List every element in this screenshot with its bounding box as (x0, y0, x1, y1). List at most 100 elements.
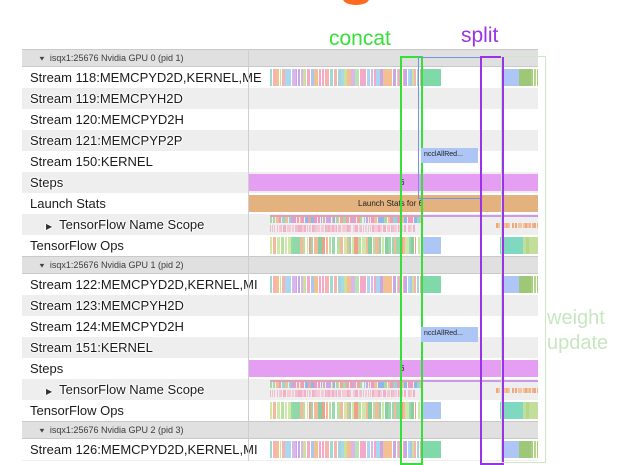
trace-event[interactable] (341, 225, 344, 232)
trace-event[interactable] (370, 69, 374, 86)
trace-event[interactable] (294, 390, 296, 397)
trace-event[interactable] (297, 380, 300, 388)
trace-event[interactable] (530, 69, 533, 86)
timeline-row-label[interactable]: ▶TensorFlow Name Scope (46, 379, 204, 400)
trace-event[interactable] (496, 388, 498, 393)
timeline-row[interactable]: Stream 122:MEMCPYD2D,KERNEL,MI (22, 274, 538, 295)
trace-event[interactable] (285, 276, 289, 293)
trace-event[interactable] (330, 390, 333, 397)
trace-event[interactable] (536, 402, 538, 419)
trace-event[interactable] (403, 380, 408, 388)
trace-event[interactable] (383, 276, 386, 293)
timeline-row-track[interactable]: Launch Stats for 6 (248, 193, 538, 214)
trace-event[interactable] (373, 225, 376, 232)
trace-event[interactable] (276, 390, 279, 397)
trace-event[interactable] (359, 215, 363, 223)
trace-event[interactable] (369, 225, 372, 232)
trace-event[interactable] (306, 402, 308, 419)
trace-event[interactable] (302, 225, 305, 232)
trace-event[interactable] (517, 223, 520, 228)
trace-event[interactable] (366, 69, 371, 86)
trace-event[interactable] (391, 402, 394, 419)
trace-event[interactable] (529, 237, 532, 254)
trace-event[interactable] (342, 380, 346, 388)
trace-event[interactable] (333, 380, 336, 388)
trace-event[interactable] (270, 215, 273, 223)
trace-event[interactable] (280, 225, 283, 232)
trace-event[interactable] (373, 390, 376, 397)
trace-event[interactable] (530, 441, 533, 458)
trace-event[interactable] (347, 225, 349, 232)
group-header[interactable]: ▼isqx1:25676 Nvidia GPU 2 (pid 3) (22, 421, 538, 439)
trace-event[interactable] (322, 390, 324, 397)
trace-event[interactable] (500, 388, 503, 393)
trace-event[interactable] (393, 380, 397, 388)
timeline-row-track[interactable] (248, 130, 538, 151)
trace-event[interactable] (329, 276, 334, 293)
trace-event[interactable] (388, 390, 391, 397)
trace-event[interactable] (329, 69, 334, 86)
trace-event[interactable] (328, 402, 332, 419)
trace-event[interactable] (311, 380, 314, 388)
trace-event[interactable] (386, 225, 389, 232)
trace-event[interactable] (498, 223, 501, 228)
trace-event[interactable] (403, 237, 406, 254)
trace-event[interactable] (279, 69, 282, 86)
timeline-row-track[interactable]: 6 (248, 358, 538, 379)
trace-event[interactable] (380, 69, 383, 86)
trace-event[interactable] (296, 237, 300, 254)
trace-event[interactable] (500, 237, 526, 254)
trace-event[interactable] (536, 69, 538, 86)
step-block[interactable] (248, 360, 538, 377)
trace-event[interactable] (413, 380, 417, 388)
trace-event[interactable] (285, 380, 289, 388)
trace-event[interactable] (322, 215, 325, 223)
trace-event[interactable] (298, 225, 300, 232)
trace-event[interactable] (410, 380, 413, 388)
trace-event[interactable] (367, 390, 370, 397)
trace-event[interactable] (399, 390, 402, 397)
trace-event[interactable] (313, 441, 318, 458)
trace-event[interactable] (297, 215, 300, 223)
trace-event[interactable] (320, 380, 323, 388)
trace-event[interactable] (314, 215, 318, 223)
trace-event[interactable] (284, 390, 286, 397)
trace-event[interactable] (275, 380, 279, 388)
timeline-row[interactable]: ▶TensorFlow Name Scope (22, 379, 538, 400)
trace-event[interactable] (306, 237, 308, 254)
trace-event[interactable] (398, 441, 400, 458)
trace-event[interactable] (316, 390, 318, 397)
trace-event[interactable] (354, 237, 358, 254)
trace-event[interactable] (411, 402, 415, 419)
timeline-row-label[interactable]: Stream 123:MEMCPYH2D (30, 295, 184, 316)
trace-event[interactable] (379, 402, 382, 419)
trace-event[interactable] (284, 225, 286, 232)
trace-event[interactable] (354, 402, 358, 419)
trace-event[interactable] (281, 69, 285, 86)
timeline-row-label[interactable]: Stream 122:MEMCPYD2D,KERNEL,MI (30, 274, 258, 295)
trace-event[interactable] (351, 237, 355, 254)
trace-event[interactable] (316, 225, 318, 232)
trace-event[interactable] (337, 69, 341, 86)
trace-event[interactable] (376, 69, 381, 86)
trace-event[interactable] (300, 225, 302, 232)
trace-event[interactable] (310, 402, 314, 419)
trace-event[interactable] (306, 276, 311, 293)
trace-event[interactable] (321, 237, 325, 254)
trace-event[interactable] (343, 69, 347, 86)
trace-event[interactable] (396, 276, 399, 293)
trace-event[interactable] (514, 223, 517, 228)
timeline-row-track[interactable] (248, 379, 538, 400)
trace-event[interactable] (532, 237, 536, 254)
trace-event[interactable] (340, 441, 344, 458)
timeline-row-label[interactable]: Stream 119:MEMCPYH2D (30, 88, 183, 109)
trace-event[interactable] (412, 276, 414, 293)
timeline-row[interactable]: Stream 118:MEMCPYD2D,KERNEL,ME (22, 67, 538, 88)
expand-arrow-icon[interactable]: ▶ (46, 222, 53, 231)
trace-event[interactable] (385, 237, 388, 254)
trace-event[interactable] (329, 441, 334, 458)
trace-event[interactable] (410, 276, 412, 293)
trace-event[interactable] (416, 441, 420, 458)
trace-event[interactable] (400, 215, 404, 223)
name-scope-span[interactable] (422, 215, 538, 217)
